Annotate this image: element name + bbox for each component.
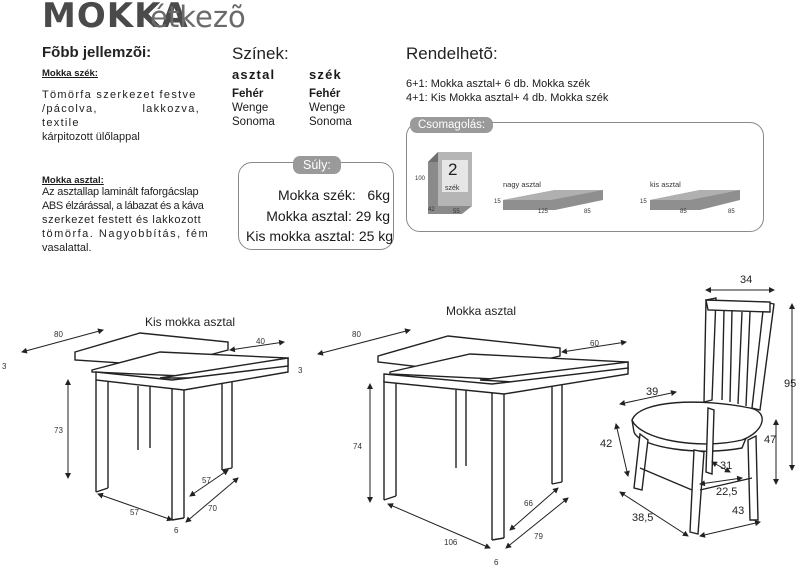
colors-table-head: asztal <box>232 67 276 82</box>
colors-title: Színek: <box>232 44 289 63</box>
pack-big-table-icon <box>503 190 603 210</box>
chair-feature-label: Mokka szék: <box>42 68 98 79</box>
pack-chair-h: 100 <box>415 176 426 182</box>
table-feature-text: Az asztallap laminált faforgácslap ABS é… <box>42 186 210 254</box>
pack-chair-d: 55 <box>453 209 460 215</box>
chair-d38-5: 38,5 <box>632 512 654 524</box>
pack-chair-box-icon <box>428 152 472 214</box>
pack-small-label: kis asztal <box>650 180 681 189</box>
chair-d42: 42 <box>600 438 613 450</box>
small-d57a: 57 <box>130 508 139 517</box>
colors-chair-head: szék <box>309 67 342 82</box>
colors-table-list: Fehér Wenge Sonoma <box>232 88 275 128</box>
chair-drawing <box>631 297 775 535</box>
chair-feature-text: Tömörfa szerkezet festve /pácolva, lakko… <box>42 89 200 143</box>
chair-d47: 47 <box>764 434 777 446</box>
pack-big-w: 85 <box>584 209 591 215</box>
chair-d34: 34 <box>740 274 753 286</box>
pack-big-h: 15 <box>494 199 501 205</box>
small-d70: 70 <box>208 504 217 513</box>
brand-title: MOKKA <box>42 0 189 36</box>
table-feature-label: Mokka asztal: <box>42 175 104 186</box>
colors-chair-list: Fehér Wenge Sonoma <box>309 88 352 128</box>
small-table-title: Kis mokka asztal <box>145 315 236 329</box>
order-title: Rendelhetõ: <box>406 44 498 63</box>
features-title: Fõbb jellemzõi: <box>42 44 152 61</box>
small-d73: 73 <box>54 426 63 435</box>
pack-small-w: 85 <box>728 209 735 215</box>
packaging-badge: Csomagolás: <box>410 117 494 133</box>
big-d79: 79 <box>534 532 543 541</box>
chair-d22-5: 22,5 <box>716 486 738 498</box>
big-table-drawing <box>377 335 629 541</box>
chair-d39: 39 <box>646 386 659 398</box>
big-d74: 74 <box>353 442 362 451</box>
pack-big-label: nagy asztal <box>503 180 541 189</box>
weight-badge: Súly: <box>293 156 341 174</box>
pack-chair-w: 42 <box>428 207 435 213</box>
small-table-drawing <box>74 332 289 521</box>
big-d66: 66 <box>524 499 533 508</box>
big-d106: 106 <box>444 538 458 547</box>
small-d40: 40 <box>256 337 265 346</box>
big-d3: 3 <box>298 366 303 375</box>
pack-chair-unit: szék <box>445 185 460 192</box>
pack-small-h: 15 <box>640 199 647 205</box>
small-d6: 6 <box>174 526 179 535</box>
pack-chair-count: 2 <box>448 160 458 179</box>
big-table-title: Mokka asztal <box>446 304 517 318</box>
small-d57b: 57 <box>202 476 211 485</box>
page-subtitle: étkezõ <box>150 0 246 34</box>
order-lines: 6+1: Mokka asztal+ 6 db. Mokka szék 4+1:… <box>406 78 609 104</box>
small-d80: 80 <box>54 330 63 339</box>
chair-d31: 31 <box>720 460 733 472</box>
pack-big-l: 125 <box>538 209 549 215</box>
big-d80: 80 <box>352 330 361 339</box>
small-d3: 3 <box>2 362 7 371</box>
packaging-box <box>406 122 764 232</box>
big-d6: 6 <box>494 558 499 567</box>
big-d60: 60 <box>590 339 599 348</box>
weight-lines: Mokka szék: 6kg Mokka asztal: 29 kg Kis … <box>246 187 394 244</box>
pack-small-l: 85 <box>680 209 687 215</box>
chair-d95: 95 <box>784 378 797 390</box>
pack-small-table-icon <box>650 190 740 210</box>
chair-d43: 43 <box>732 505 745 517</box>
